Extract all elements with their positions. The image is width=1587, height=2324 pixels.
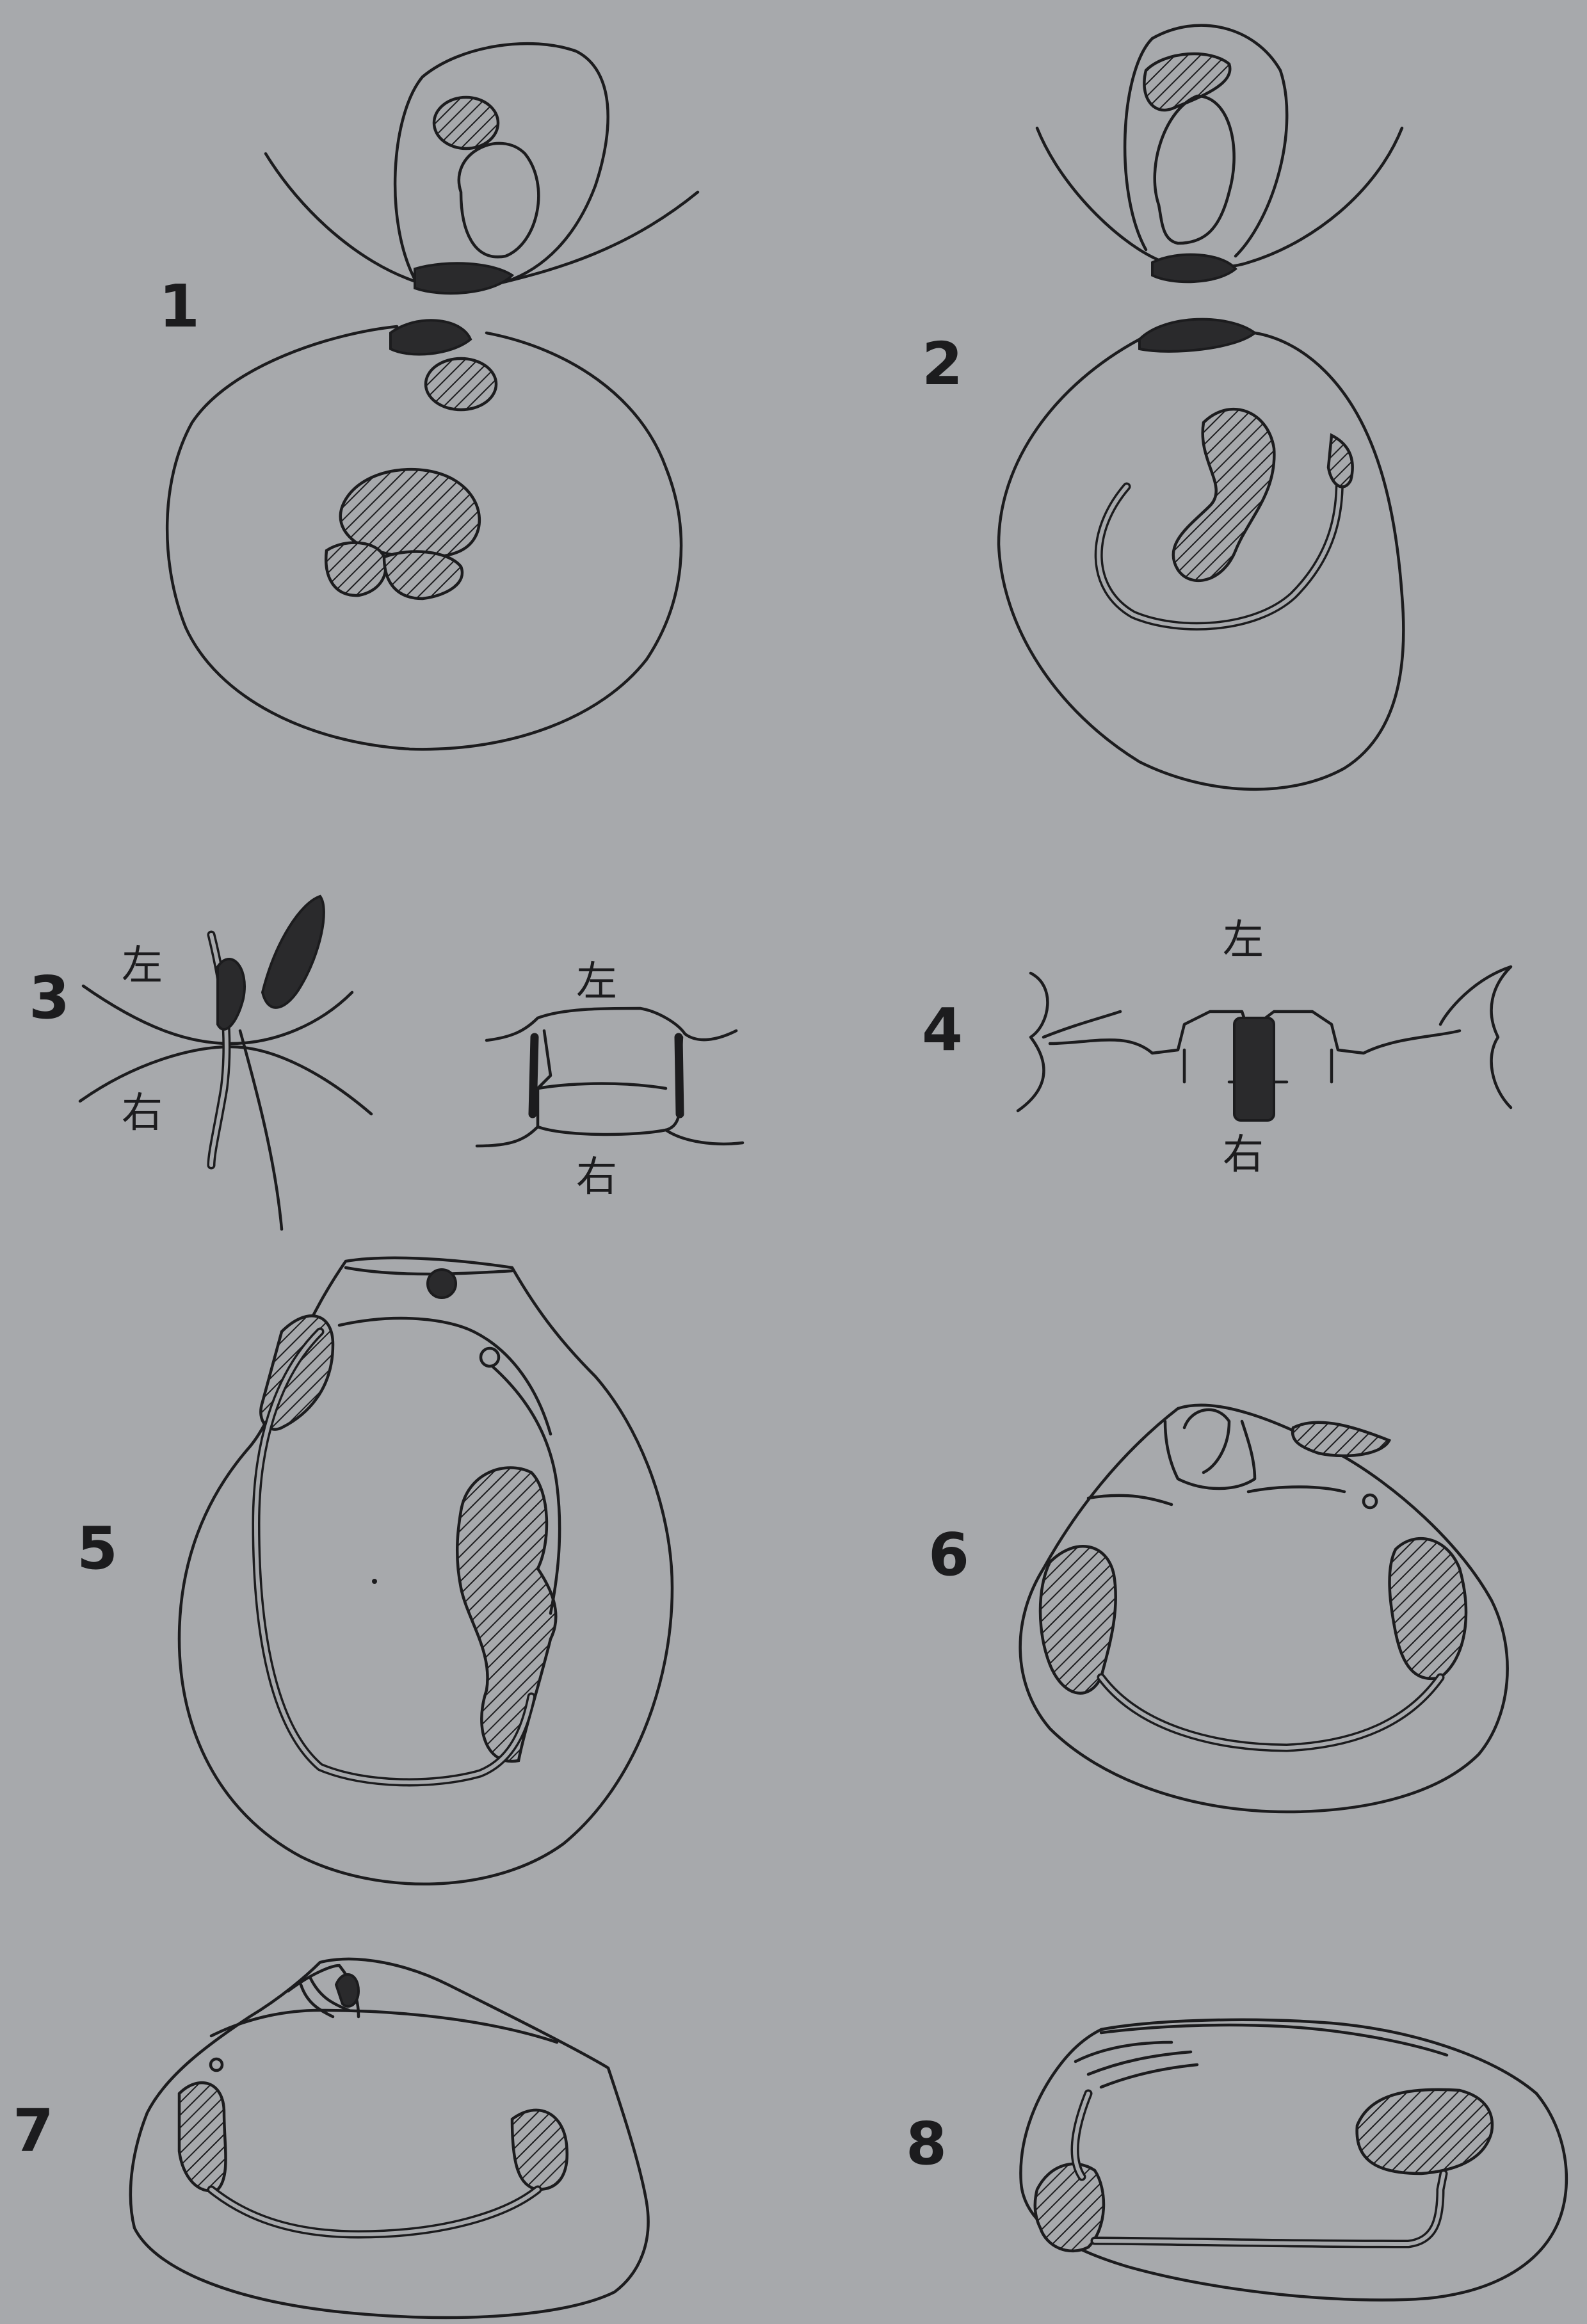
figure-3: 3 左 右 左 右 [29, 896, 743, 1229]
hinge-line [211, 2010, 557, 2042]
posterior-adductor-scar [1357, 2090, 1492, 2174]
figure-5-number: 5 [77, 1514, 118, 1583]
pedal-scar [211, 2059, 222, 2070]
ligament [1152, 255, 1236, 282]
hinge-tooth [1075, 2042, 1197, 2087]
figure-1-number: 1 [159, 272, 200, 341]
figure-6: 6 [928, 1405, 1508, 1812]
label-left: 左 [576, 958, 617, 1006]
label-right: 右 [1223, 1131, 1264, 1179]
hinge-section [538, 1084, 666, 1089]
ligament [391, 320, 471, 354]
pallial-line [1101, 1677, 1440, 1748]
pallial-line [1155, 96, 1234, 243]
hinge-section [666, 1130, 743, 1144]
pallial-line [211, 2190, 538, 2234]
label-right: 右 [122, 1090, 163, 1137]
muscle-scar [1173, 409, 1275, 581]
muscle-scar [426, 359, 496, 410]
figure-3-number: 3 [29, 964, 70, 1032]
label-right: 右 [576, 1154, 617, 1201]
hinge-socket [262, 896, 324, 1008]
hinge-tooth [679, 1037, 680, 1114]
muscle-scar [1328, 435, 1353, 487]
posterior-adductor-scar [1390, 1538, 1466, 1679]
muscle-scar [434, 97, 498, 149]
hinge-line [1101, 2025, 1447, 2055]
hinge-tooth [240, 1031, 282, 1229]
hinge-tooth [1184, 1410, 1229, 1473]
ligament [1234, 1018, 1274, 1120]
figure-8: 8 [906, 2020, 1567, 2300]
pedal-scar [481, 1348, 499, 1366]
figure-5: 5 [77, 1258, 672, 1884]
figure-2: 2 [922, 26, 1403, 789]
ligament [1140, 319, 1255, 351]
hinge-line [346, 1268, 512, 1274]
ligament [336, 1974, 358, 2006]
umbo [1165, 1421, 1255, 1489]
hinge-section [487, 1008, 736, 1040]
figure-2-number: 2 [922, 330, 963, 398]
ligament [415, 263, 512, 293]
muscle-scar [384, 552, 462, 599]
muscle-scar [326, 543, 385, 595]
valve-edge [1440, 967, 1511, 1108]
hinge-outline [1037, 128, 1402, 268]
figure-7: 7 [13, 1959, 648, 2318]
posterior-adductor-scar [512, 2110, 567, 2190]
ligament [1293, 1423, 1389, 1456]
anterior-adductor-scar [1040, 1546, 1116, 1693]
ligament [428, 1270, 456, 1298]
pallial-sinus [459, 143, 538, 257]
valve-edge [1043, 1012, 1120, 1037]
pallial-line-inner [1101, 1677, 1440, 1748]
figure-4: 4 左 右 [922, 917, 1511, 1179]
label-left: 左 [1223, 917, 1264, 964]
figure-8-number: 8 [906, 2110, 947, 2178]
figure-6-number: 6 [928, 1521, 969, 1589]
figure-4-number: 4 [922, 996, 963, 1064]
hinge-tooth [533, 1037, 535, 1114]
pedal-scar [1364, 1495, 1376, 1508]
label-left: 左 [122, 942, 163, 990]
hinge-socket [218, 959, 245, 1029]
anterior-adductor-scar [179, 2083, 226, 2191]
figure-1: 1 [159, 44, 698, 749]
pallial-line [339, 1318, 551, 1434]
upper-valve-outline [395, 44, 608, 282]
figure-7-number: 7 [13, 2097, 54, 2165]
valve-edge [1018, 973, 1047, 1111]
muscle-scar [457, 1468, 556, 1762]
shell-outline [1020, 2020, 1566, 2300]
dot-mark [372, 1579, 377, 1584]
